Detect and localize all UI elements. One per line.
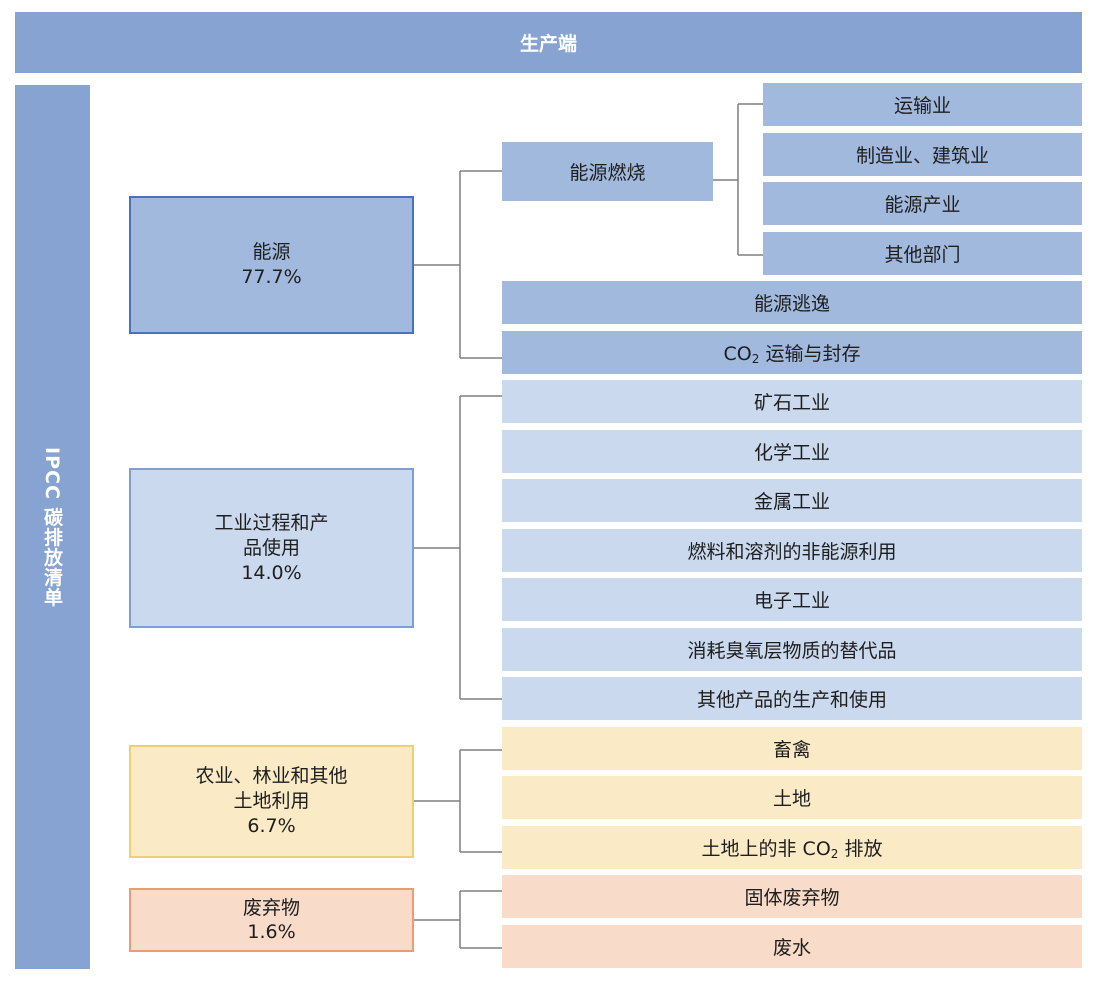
ippu-item: 电子工业 <box>502 578 1082 621</box>
ippu-item-label: 电子工业 <box>753 590 830 612</box>
category-energy-name: 能源 <box>252 241 291 263</box>
ippu-item: 金属工业 <box>502 479 1082 522</box>
afolu-item-livestock: 畜禽 <box>502 727 1082 770</box>
ippu-item-label: 矿石工业 <box>753 392 830 414</box>
waste-item-label: 废水 <box>772 937 811 959</box>
ippu-item: 消耗臭氧层物质的替代品 <box>502 628 1082 671</box>
combustion-item-label: 制造业、建筑业 <box>855 145 989 167</box>
ippu-item: 其他产品的生产和使用 <box>502 677 1082 720</box>
connector-waste <box>414 890 502 949</box>
category-ippu-pct: 14.0% <box>241 561 302 584</box>
category-afolu: 农业、林业和其他 土地利用 6.7% <box>129 745 414 858</box>
category-ippu-name-1: 工业过程和产 <box>214 511 329 534</box>
category-afolu-name-2: 土地利用 <box>233 790 310 812</box>
energy-combustion-label: 能源燃烧 <box>569 162 646 184</box>
ippu-item-label: 化学工业 <box>753 442 830 464</box>
category-ippu-name-2: 品使用 <box>242 536 300 559</box>
waste-item: 废水 <box>502 925 1082 968</box>
category-afolu-name-1: 农业、林业和其他 <box>195 765 348 787</box>
afolu-item-label: 土地上的非 CO2 排放 <box>702 834 883 861</box>
combustion-item-label: 运输业 <box>893 95 951 117</box>
energy-ccs-label: CO2 运输与封存 <box>724 339 861 366</box>
category-waste-pct: 1.6% <box>247 921 296 943</box>
afolu-non-co2-prefix: 土地上的非 CO <box>701 838 831 860</box>
header-bar: 生产端 <box>15 12 1082 73</box>
connector-afolu <box>414 749 502 853</box>
afolu-non-co2-suffix: 排放 <box>838 838 883 860</box>
energy-combustion: 能源燃烧 <box>502 142 713 201</box>
energy-ccs-suffix: 运输与封存 <box>759 343 861 365</box>
side-label: IPCC 碳排放清单 <box>41 446 63 608</box>
afolu-item-land: 土地 <box>502 776 1082 819</box>
category-energy-pct: 77.7% <box>241 266 302 288</box>
energy-ccs-subscript: 2 <box>751 352 760 366</box>
ippu-item: 燃料和溶剂的非能源利用 <box>502 529 1082 572</box>
combustion-item: 其他部门 <box>763 232 1082 275</box>
afolu-item-non-co2: 土地上的非 CO2 排放 <box>502 826 1082 869</box>
connector-energy <box>414 170 502 359</box>
waste-item: 固体废弃物 <box>502 875 1082 918</box>
afolu-item-label: 土地 <box>772 788 811 810</box>
header-title: 生产端 <box>519 33 577 55</box>
combustion-item-label: 能源产业 <box>884 194 961 216</box>
afolu-non-co2-subscript: 2 <box>830 847 839 861</box>
connector-combustion <box>713 103 763 256</box>
combustion-item: 能源产业 <box>763 182 1082 225</box>
energy-ccs: CO2 运输与封存 <box>502 331 1082 374</box>
ippu-item: 矿石工业 <box>502 380 1082 423</box>
ippu-item-label: 燃料和溶剂的非能源利用 <box>687 541 897 563</box>
ippu-item-label: 消耗臭氧层物质的替代品 <box>687 640 897 662</box>
energy-fugitive-label: 能源逃逸 <box>753 293 830 315</box>
ippu-item-label: 其他产品的生产和使用 <box>696 689 887 711</box>
ippu-item: 化学工业 <box>502 430 1082 473</box>
energy-fugitive: 能源逃逸 <box>502 281 1082 324</box>
connector-ippu <box>414 395 502 700</box>
combustion-item: 运输业 <box>763 83 1082 126</box>
combustion-item: 制造业、建筑业 <box>763 133 1082 176</box>
combustion-item-label: 其他部门 <box>884 244 961 266</box>
category-afolu-pct: 6.7% <box>247 815 296 837</box>
category-waste: 废弃物 1.6% <box>129 888 414 952</box>
category-energy: 能源 77.7% <box>129 196 414 334</box>
afolu-item-label: 畜禽 <box>772 739 811 761</box>
waste-item-label: 固体废弃物 <box>744 887 840 909</box>
side-label-bar: IPCC 碳排放清单 <box>15 85 90 969</box>
ippu-item-label: 金属工业 <box>753 491 830 513</box>
category-ippu: 工业过程和产 品使用 14.0% <box>129 468 414 628</box>
energy-ccs-prefix: CO <box>723 343 752 365</box>
category-waste-name: 废弃物 <box>242 897 300 919</box>
